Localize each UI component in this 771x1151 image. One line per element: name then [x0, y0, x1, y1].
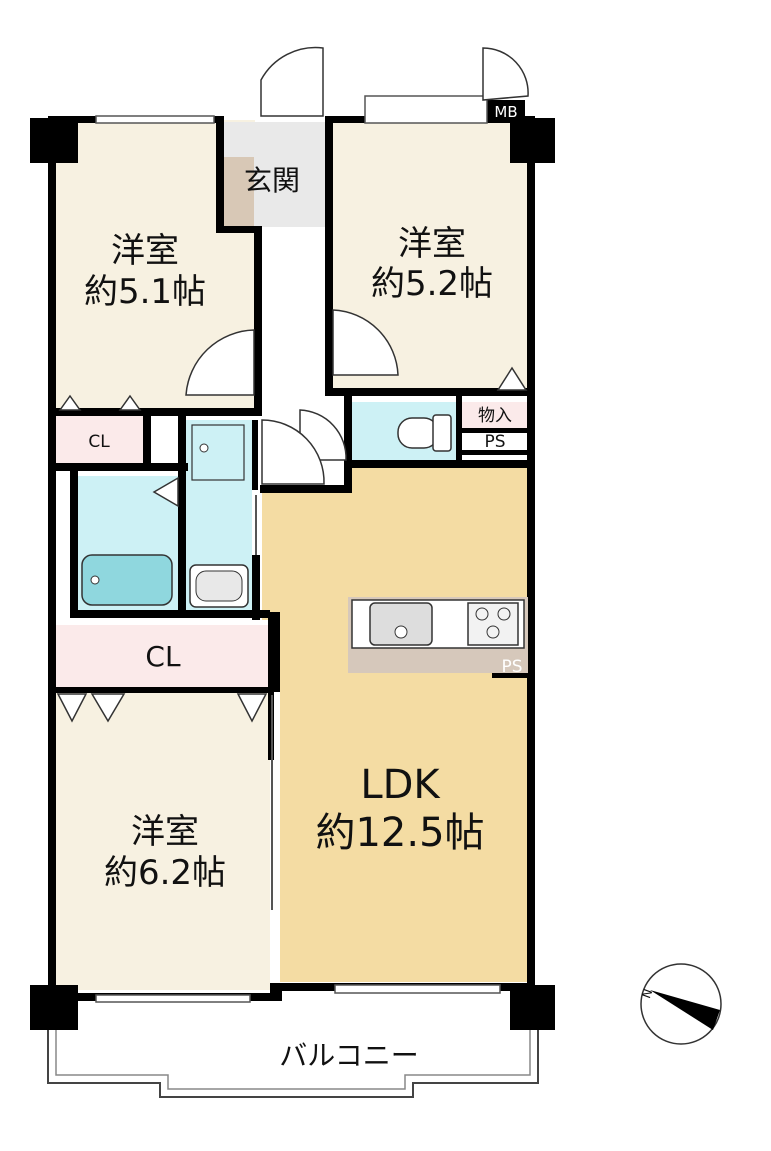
walls	[48, 100, 535, 1001]
closet-door-marks	[56, 366, 528, 723]
compass-needle	[650, 990, 720, 1030]
bathtub-drain	[90, 575, 100, 585]
balcony	[47, 1000, 539, 1098]
washing-machine-pan	[191, 424, 245, 481]
ldk-name: LDK	[360, 762, 441, 808]
washing-machine-drain	[199, 443, 209, 453]
gas-stove	[467, 602, 519, 646]
ps-upper-label: PS	[484, 432, 505, 452]
room-a-name: 洋室	[111, 231, 179, 271]
closet-door-mark	[58, 394, 82, 411]
sink-drain	[394, 625, 408, 639]
column	[30, 985, 78, 1030]
wall	[48, 118, 56, 1000]
wall	[325, 116, 333, 391]
toilet-bowl	[397, 417, 439, 449]
entrance-step	[222, 157, 254, 227]
balcony-inner-outline	[55, 1000, 531, 1090]
closet-door-mark	[90, 693, 126, 723]
mb-label: MB	[494, 103, 517, 121]
burner	[486, 625, 500, 639]
wall	[143, 412, 151, 470]
kitchen-sink	[369, 602, 433, 646]
wall	[260, 485, 352, 493]
wall	[70, 470, 78, 618]
burner	[475, 607, 489, 621]
wall	[344, 395, 352, 490]
closet-small-label: CL	[88, 432, 110, 452]
window	[364, 95, 488, 124]
storage-floor	[462, 402, 528, 428]
wall	[252, 555, 260, 620]
window	[334, 984, 501, 994]
wall	[254, 226, 262, 416]
wall	[456, 450, 531, 455]
closet-small-floor	[55, 415, 143, 465]
ldk-size: 約12.5帖	[315, 810, 484, 856]
closet-door-mark	[236, 693, 268, 723]
wall	[325, 388, 535, 396]
western-room-c-floor	[55, 690, 270, 990]
compass-icon: N	[639, 963, 722, 1045]
room-b-size: 約5.2帖	[371, 264, 493, 304]
balcony-label: バルコニー	[279, 1039, 418, 1072]
wall	[48, 463, 188, 471]
room-b-name: 洋室	[398, 224, 466, 264]
wall	[216, 116, 224, 226]
entrance-door	[260, 46, 324, 117]
bath-door-mark	[152, 476, 179, 508]
ldk-floor	[262, 460, 528, 982]
window	[95, 994, 251, 1003]
structural-columns	[30, 118, 555, 1030]
wall	[178, 412, 186, 617]
closet-large-floor	[55, 625, 270, 687]
wall	[216, 226, 261, 233]
closet-door-mark	[56, 693, 88, 723]
balcony-outline	[47, 1000, 539, 1098]
ps-kitchen-label: PS	[501, 657, 522, 677]
wall	[70, 610, 270, 618]
room-c-size: 約6.2帖	[104, 853, 226, 893]
burner	[497, 607, 511, 621]
washroom-door	[261, 419, 325, 485]
closet-large-label: CL	[145, 640, 181, 673]
wall	[527, 118, 535, 1000]
closet-door-mark	[118, 394, 142, 411]
wall	[48, 408, 262, 416]
entrance-label: 玄関	[244, 164, 300, 197]
wall	[252, 420, 258, 490]
mb-door	[482, 47, 529, 101]
wall	[344, 460, 534, 468]
toilet-tank	[432, 414, 452, 452]
column	[30, 118, 78, 163]
room-a-size: 約5.1帖	[84, 272, 206, 312]
storage-door-mark	[496, 366, 528, 391]
room-b-door	[332, 309, 399, 376]
fixtures	[81, 414, 528, 673]
doors	[185, 46, 529, 485]
sliding-doors	[255, 495, 273, 910]
washbasin-bowl	[195, 570, 243, 602]
wall	[48, 687, 270, 693]
wall	[268, 612, 280, 692]
room-a-door	[185, 329, 255, 396]
column	[510, 118, 555, 163]
room-c-name: 洋室	[131, 812, 199, 852]
bathtub	[81, 554, 173, 606]
windows	[95, 95, 501, 1003]
storage-label: 物入	[478, 406, 512, 426]
column	[510, 985, 555, 1030]
wall	[456, 428, 531, 433]
mb-box	[487, 100, 525, 122]
window	[95, 115, 215, 124]
compass-north-label: N	[639, 987, 655, 1000]
